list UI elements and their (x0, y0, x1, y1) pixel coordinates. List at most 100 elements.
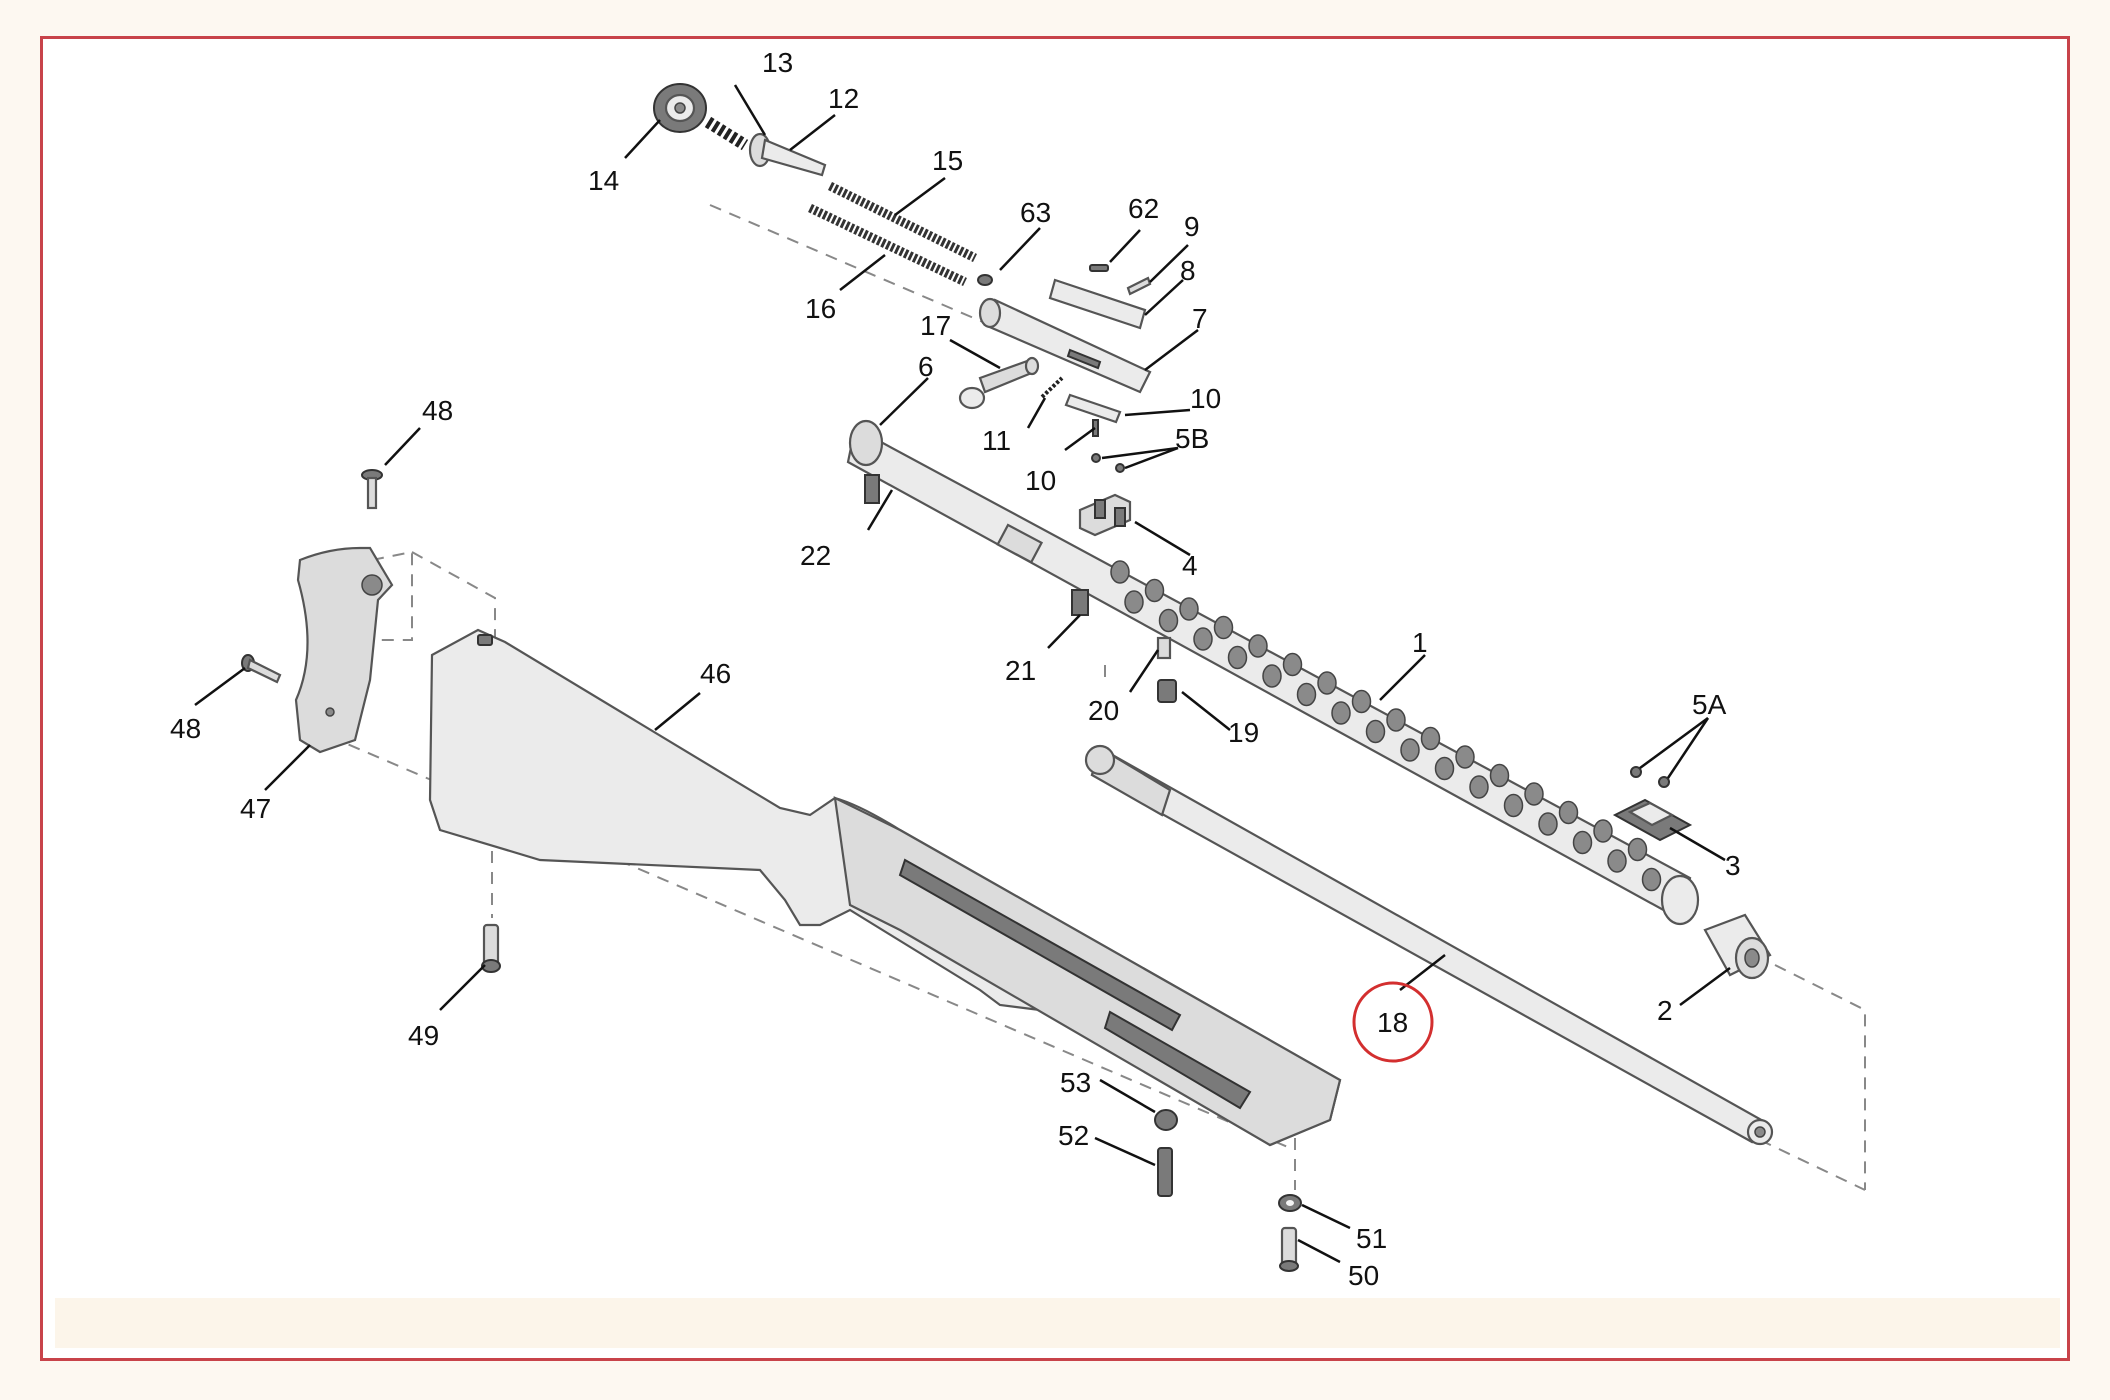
label-part-47: 47 (240, 793, 271, 824)
part-49-screw (481, 923, 501, 973)
label-part-16-lower: 16 (805, 293, 836, 324)
shroud-hole (1538, 812, 1558, 836)
label-part-51: 51 (1356, 1223, 1387, 1254)
part-63-pin (977, 274, 993, 286)
shroud-hole (1572, 830, 1593, 855)
shroud-hole (1124, 590, 1144, 614)
part-52-screw (1157, 1147, 1173, 1197)
part-12-spring-pin (1040, 376, 1064, 399)
shroud-hole (1213, 615, 1234, 640)
part-18-barrel (1084, 744, 1774, 1146)
label-part-53: 53 (1060, 1067, 1091, 1098)
part-8-extractor (1048, 278, 1147, 330)
footer-band (55, 1298, 2060, 1348)
label-part-21: 21 (1005, 655, 1036, 686)
part-48-screw-side (241, 654, 282, 684)
part-7-bolt (978, 297, 1152, 394)
label-part-49: 49 (408, 1020, 439, 1051)
shroud-hole (1503, 793, 1524, 818)
shroud-hole (1593, 819, 1613, 843)
part-15-wheel (653, 83, 707, 133)
label-part-3: 3 (1725, 850, 1741, 881)
part-5a-screws (1630, 766, 1670, 788)
shroud-hole (1193, 627, 1213, 651)
part-48-screw-top (361, 469, 383, 510)
label-part-48-top: 48 (422, 395, 453, 426)
part-14-spring (704, 116, 749, 151)
shroud-hole (1400, 738, 1420, 762)
shroud-hole (1489, 763, 1510, 788)
shroud-hole (1365, 719, 1386, 744)
part-20-post (1156, 636, 1172, 660)
shroud-hole (1469, 775, 1489, 799)
label-part-1: 1 (1412, 627, 1428, 658)
part-10-plate (1064, 393, 1122, 424)
shroud-hole (1455, 745, 1475, 769)
label-part-9: 9 (1184, 211, 1200, 242)
label-part-17: 17 (920, 310, 951, 341)
part-51-washer (1278, 1194, 1302, 1212)
part-9-pin (1126, 276, 1152, 296)
part-4-rear-sight (1078, 493, 1132, 537)
shroud-hole (1524, 782, 1544, 806)
part-62-pin (1089, 264, 1109, 272)
label-part-63: 63 (1020, 197, 1051, 228)
label-part-14: 13 (762, 47, 793, 78)
label-part-5b: 5B (1175, 423, 1209, 454)
part-19-plug (1157, 679, 1177, 703)
part-16-springs (808, 181, 978, 287)
label-part-7: 7 (1192, 303, 1208, 334)
shroud-hole (1558, 800, 1579, 825)
label-part-48-side: 48 (170, 713, 201, 744)
label-part-22: 22 (800, 540, 831, 571)
shroud-hole (1331, 701, 1351, 725)
label-part-6: 6 (918, 351, 934, 382)
label-part-19: 19 (1228, 717, 1259, 748)
part-47-butt-plate (294, 546, 394, 754)
leader-lines (194, 84, 1731, 1264)
shroud-hole (1420, 726, 1441, 751)
label-part-4: 4 (1182, 550, 1198, 581)
label-part-20: 20 (1088, 695, 1119, 726)
label-part-46: 46 (700, 658, 731, 689)
label-part-8: 8 (1180, 255, 1196, 286)
part-5b-screws (1091, 453, 1125, 473)
shroud-hole (1386, 708, 1406, 732)
label-part-18: 18 (1377, 1007, 1408, 1038)
label-part-10: 10 (1190, 383, 1221, 414)
highlight-circle-part-18 (1352, 981, 1434, 1063)
label-part-52: 52 (1058, 1120, 1089, 1151)
shroud-hole (1179, 597, 1199, 621)
part-labels: 13 12 14 15 16 63 62 9 8 7 17 10 11 10 6… (170, 47, 1741, 1291)
shroud-hole (1641, 867, 1662, 892)
part-13-guide-rod (748, 132, 827, 177)
shroud-hole (1248, 634, 1268, 658)
shroud-hole (1227, 645, 1248, 670)
label-part-13: 12 (828, 83, 859, 114)
part-50-screw (1279, 1226, 1299, 1272)
part-2-muzzle-nut (1703, 913, 1772, 980)
label-part-11: 10 (1025, 465, 1056, 496)
label-part-2: 2 (1657, 995, 1673, 1026)
shroud-hole (1110, 560, 1130, 584)
shroud-hole (1296, 682, 1317, 707)
label-part-15: 14 (588, 165, 619, 196)
diagram-frame (40, 36, 2070, 1361)
shroud-hole (1317, 671, 1337, 695)
label-part-62: 62 (1128, 193, 1159, 224)
shroud-hole (1158, 608, 1179, 633)
label-part-16-upper: 15 (932, 145, 963, 176)
part-1-shroud-holes (1110, 560, 1662, 892)
label-part-12: 11 (982, 425, 1011, 456)
part-53-nut (1154, 1109, 1178, 1131)
label-part-5a: 5A (1692, 689, 1727, 720)
shroud-hole (1627, 837, 1648, 862)
shroud-hole (1607, 849, 1627, 873)
shroud-hole (1262, 664, 1282, 688)
shroud-hole (1351, 689, 1372, 714)
part-46-stock (428, 628, 1342, 1147)
shroud-hole (1282, 652, 1303, 677)
label-part-50: 50 (1348, 1260, 1379, 1291)
